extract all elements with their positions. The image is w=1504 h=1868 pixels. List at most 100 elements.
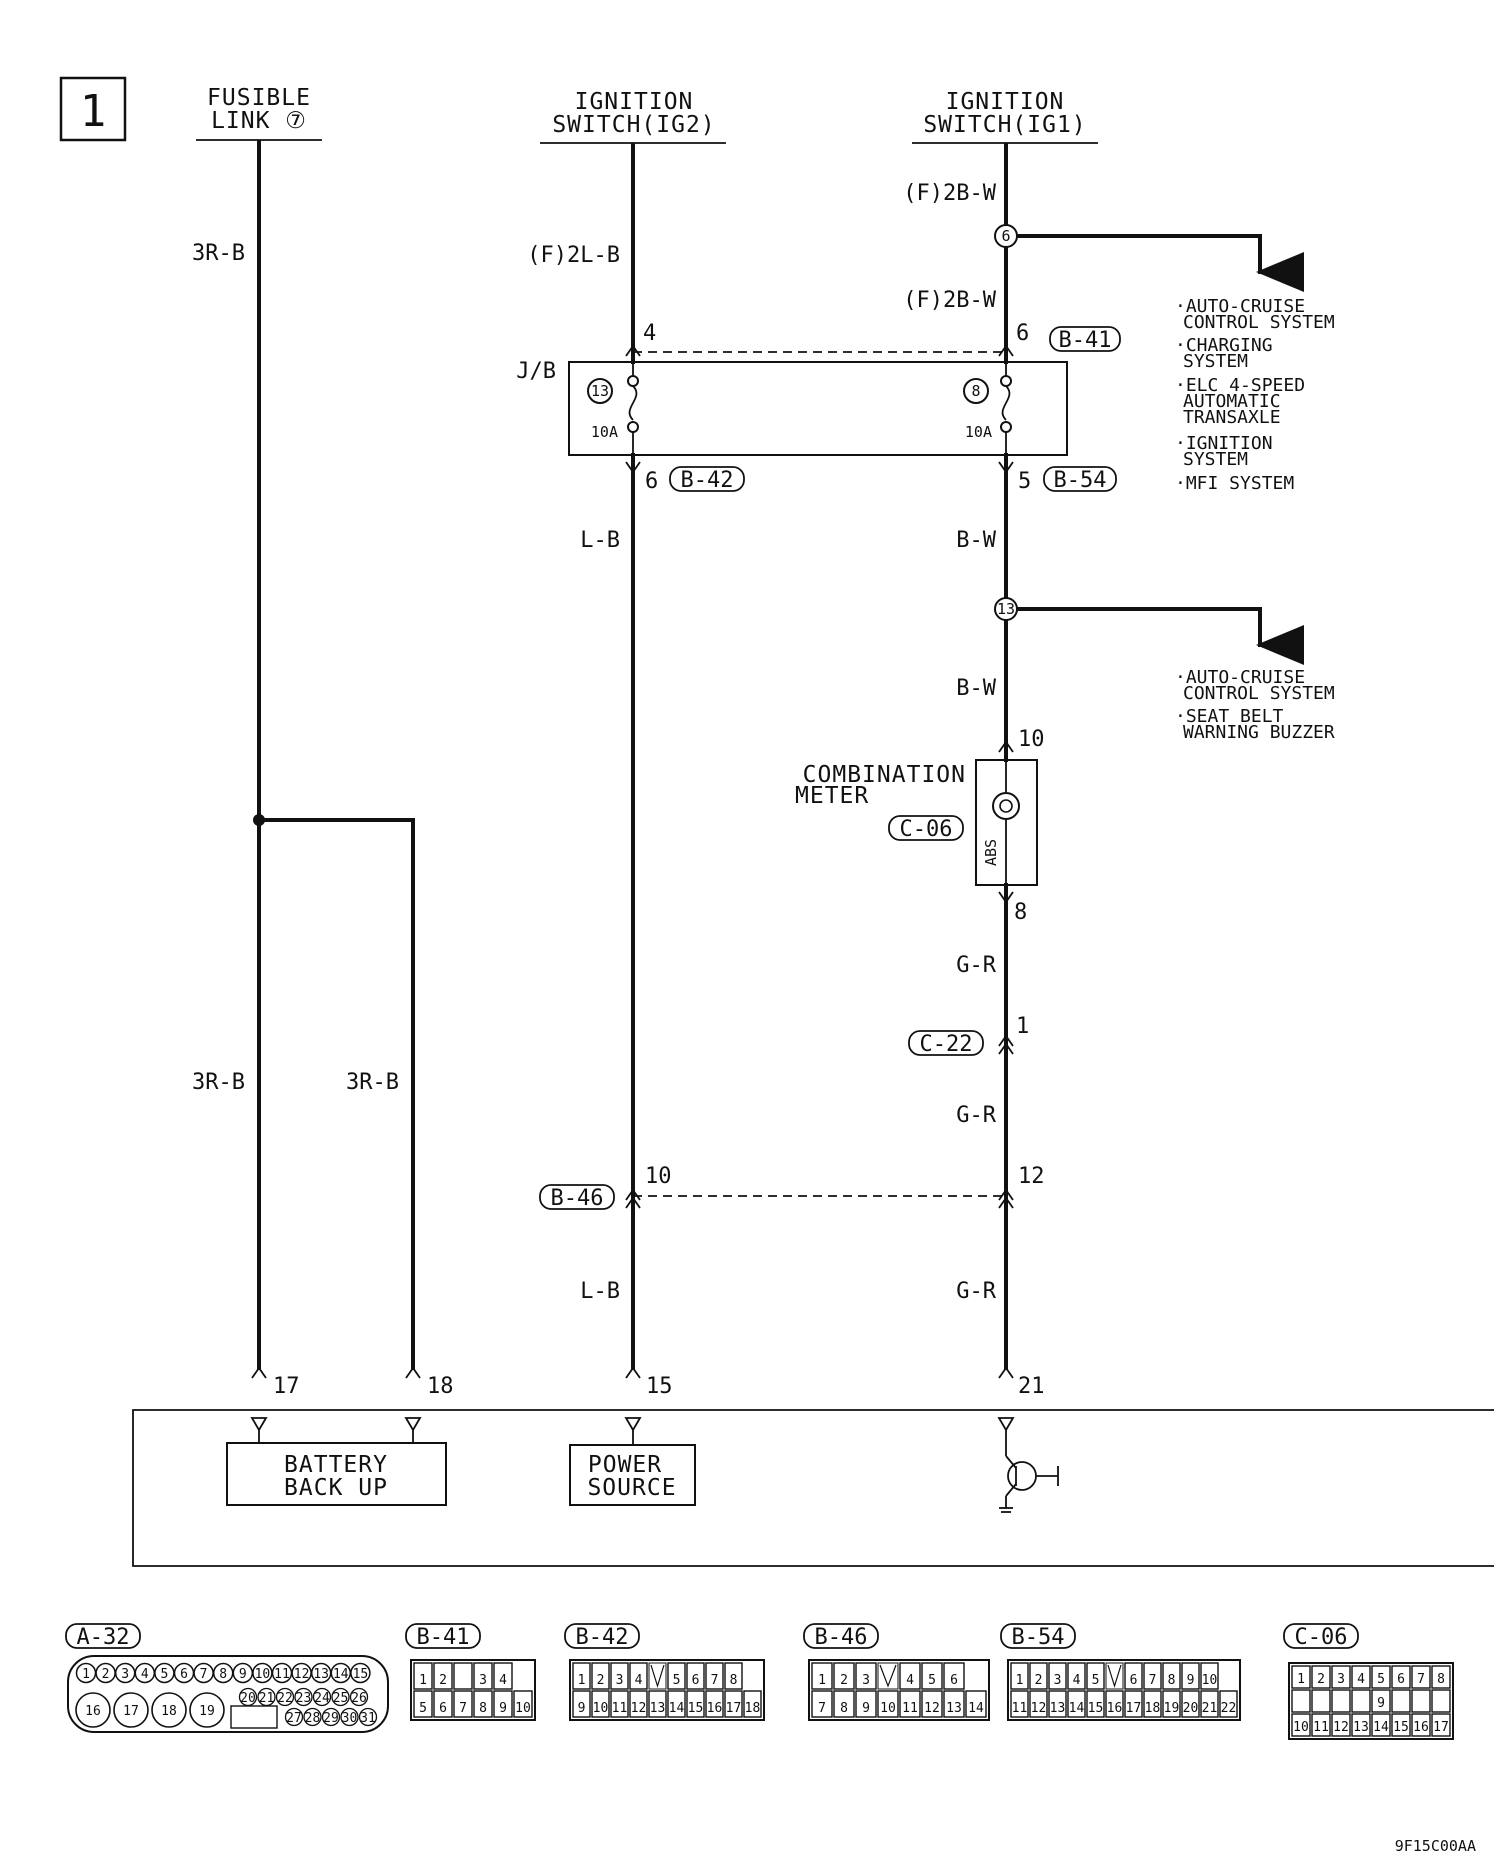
connector-housing bbox=[808, 1659, 990, 1721]
connector-cavity bbox=[1391, 1689, 1411, 1713]
pin-number: 18 bbox=[427, 1374, 454, 1399]
connector-pin-number: 20 bbox=[240, 1691, 256, 1706]
fuse-rating: 10A bbox=[965, 423, 992, 441]
pin-number: 8 bbox=[1014, 900, 1027, 925]
connector-cavity bbox=[572, 1662, 591, 1690]
battery-backup-line1: BATTERY bbox=[284, 1452, 388, 1478]
connector-cavity bbox=[1311, 1713, 1331, 1737]
connector-pin-number: 12 bbox=[294, 1667, 310, 1682]
connector-pin-number: 17 bbox=[1433, 1720, 1449, 1735]
wire-label: 3R-B bbox=[346, 1070, 399, 1095]
wire-label: G-R bbox=[956, 1279, 996, 1304]
connector-cavity bbox=[1105, 1662, 1124, 1690]
ecu-box: BATTERY BACK UP POWER SOURCE bbox=[132, 1409, 1494, 1567]
connector-cavity bbox=[312, 1687, 332, 1707]
fuse-number: 13 bbox=[591, 382, 609, 400]
connector-cavity bbox=[1029, 1690, 1048, 1718]
connector-cavity bbox=[610, 1662, 629, 1690]
connector-pin-number: 13 bbox=[946, 1701, 962, 1716]
connector-pin-number: 10 bbox=[880, 1701, 896, 1716]
connector-pin-number: 14 bbox=[1069, 1701, 1085, 1716]
wire-fusible-link: 3R-B 3R-B 3R-B bbox=[192, 140, 415, 1370]
connector-pin-number: 5 bbox=[1377, 1672, 1385, 1687]
connector-pin-number: 15 bbox=[1088, 1701, 1104, 1716]
connector-cavity bbox=[321, 1707, 341, 1727]
connector-cavity bbox=[705, 1690, 724, 1718]
connector-cavity bbox=[349, 1687, 369, 1707]
connector-cavity bbox=[1162, 1662, 1181, 1690]
connector-pin-number: 8 bbox=[1168, 1673, 1176, 1688]
connector-cavity bbox=[1351, 1689, 1371, 1713]
connector-cavity bbox=[189, 1692, 225, 1728]
system-line: AUTOMATIC bbox=[1183, 391, 1281, 412]
connector-pin-number: 5 bbox=[928, 1673, 936, 1688]
connector-pin-number: 29 bbox=[323, 1711, 339, 1726]
branch-systems-upper: ·AUTO-CRUISE CONTROL SYSTEM ·CHARGING SY… bbox=[1175, 296, 1335, 494]
connector-pin-number: 10 bbox=[1293, 1720, 1309, 1735]
connector-cavity bbox=[1200, 1662, 1219, 1690]
connector-keyway bbox=[230, 1705, 278, 1729]
connector-cavity bbox=[899, 1662, 921, 1690]
connector-cavity bbox=[1431, 1713, 1451, 1737]
connector-cavity bbox=[1391, 1713, 1411, 1737]
fuse-number: 8 bbox=[971, 382, 980, 400]
system-line: ·MFI SYSTEM bbox=[1175, 473, 1294, 494]
connector-view-id: B-42 bbox=[576, 1625, 629, 1650]
connector-pin-number: 9 bbox=[499, 1701, 507, 1716]
connector-cavity bbox=[811, 1690, 833, 1718]
connector-pin-number: 18 bbox=[1145, 1701, 1161, 1716]
connector-cavity bbox=[855, 1662, 877, 1690]
wire-label: B-W bbox=[956, 528, 996, 553]
connector-cavity bbox=[1124, 1690, 1143, 1718]
connector-pin-number: 15 bbox=[688, 1701, 704, 1716]
connector-cavity bbox=[113, 1692, 149, 1728]
connector-cavity bbox=[724, 1662, 743, 1690]
connector-pin-number: 6 bbox=[1397, 1672, 1405, 1687]
connector-cavity bbox=[965, 1690, 987, 1718]
keyway-mark bbox=[650, 1664, 665, 1689]
connector-pin-number: 2 bbox=[1035, 1673, 1043, 1688]
connector-pin-number: 5 bbox=[419, 1701, 427, 1716]
connector-tag: C-06 bbox=[900, 817, 953, 842]
connector-pin-number: 23 bbox=[296, 1691, 312, 1706]
connector-cavity bbox=[1351, 1713, 1371, 1737]
power-source-line1: POWER bbox=[588, 1452, 662, 1478]
fuse-left: 13 10A bbox=[587, 362, 639, 455]
splice-upper: 6 bbox=[994, 224, 1304, 292]
connector-housing bbox=[410, 1659, 536, 1721]
connector-pin-number: 18 bbox=[745, 1701, 761, 1716]
connector-cavity bbox=[686, 1662, 705, 1690]
connector-cavity bbox=[1048, 1690, 1067, 1718]
pin-number: 15 bbox=[646, 1374, 673, 1399]
connector-pin-number: 9 bbox=[862, 1701, 870, 1716]
system-line: ·CHARGING bbox=[1175, 335, 1273, 356]
connector-pin-number: 2 bbox=[102, 1667, 110, 1682]
connector-b46: B-46 10 12 bbox=[539, 1164, 1045, 1211]
connector-cavity bbox=[1411, 1713, 1431, 1737]
connector-pin-number: 2 bbox=[597, 1673, 605, 1688]
ecu-pins: 17 18 15 21 bbox=[251, 1366, 1045, 1399]
connector-cavity bbox=[1067, 1690, 1086, 1718]
connector-cavity bbox=[833, 1690, 855, 1718]
pin-number: 17 bbox=[273, 1374, 300, 1399]
connector-cavity bbox=[648, 1662, 667, 1690]
connector-pin-number: 4 bbox=[1357, 1672, 1365, 1687]
connector-pin-number: 7 bbox=[818, 1701, 826, 1716]
splice-number: 6 bbox=[1001, 227, 1010, 245]
connector-pin-number: 19 bbox=[1164, 1701, 1180, 1716]
connector-cavity bbox=[1371, 1665, 1391, 1689]
keyway-mark bbox=[1107, 1664, 1122, 1689]
connector-pin-number: 6 bbox=[692, 1673, 700, 1688]
pin-number: 4 bbox=[643, 321, 656, 346]
connector-pin-number: 11 bbox=[1313, 1720, 1329, 1735]
connector-cavity bbox=[453, 1662, 473, 1690]
connector-pin-number: 9 bbox=[239, 1667, 247, 1682]
connector-cavity bbox=[629, 1662, 648, 1690]
connector-pin-number: 16 bbox=[707, 1701, 723, 1716]
connector-pin-number: 6 bbox=[950, 1673, 958, 1688]
power-source-line2: SOURCE bbox=[587, 1475, 676, 1501]
